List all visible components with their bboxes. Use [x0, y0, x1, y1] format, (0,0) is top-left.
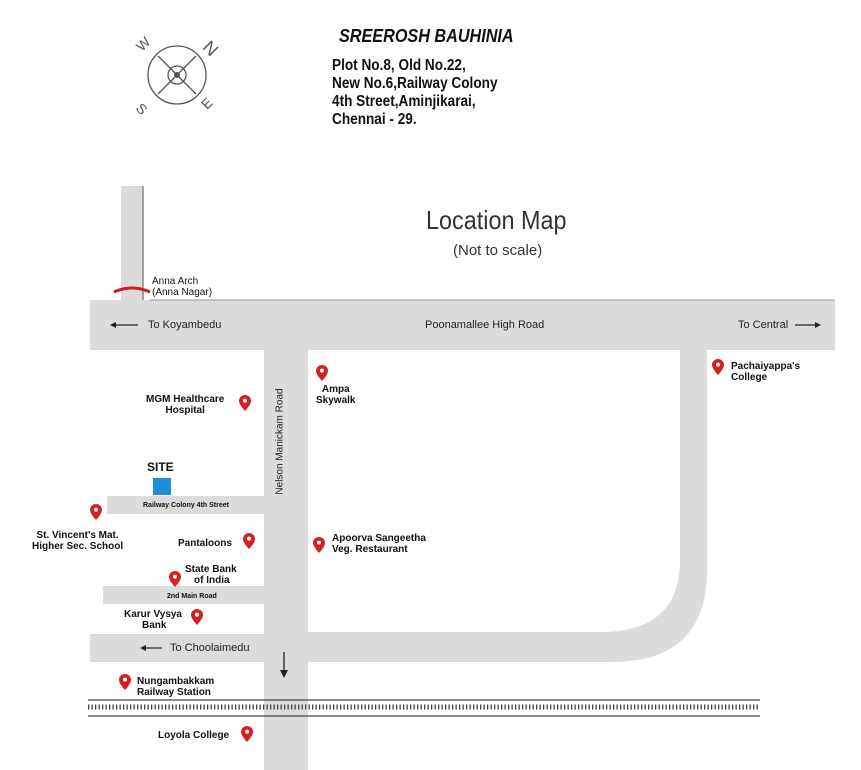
- anna-nagar-road: [121, 186, 143, 302]
- second-main-label: 2nd Main Road: [167, 593, 217, 600]
- pantaloons-label: Pantaloons: [178, 538, 232, 549]
- railway-colony-street: [107, 496, 265, 514]
- address-line: 4th Street,Aminjikarai,: [332, 93, 476, 110]
- address-line: New No.6,Railway Colony: [332, 75, 498, 92]
- poonamallee-high-road: [90, 300, 835, 350]
- compass-rose: N W E S: [133, 33, 222, 118]
- pin-icon[interactable]: [191, 609, 203, 625]
- project-name: SREEROSH BAUHINIA: [339, 26, 514, 46]
- sbi-label: State Bank of India: [185, 564, 237, 586]
- site-label: SITE: [147, 460, 174, 474]
- mgm-label: MGM Healthcare Hospital: [146, 394, 225, 416]
- project-address: Plot No.8, Old No.22, New No.6,Railway C…: [332, 57, 498, 129]
- to-koyambedu-label: To Koyambedu: [148, 319, 222, 331]
- nelson-road-label: Nelson Manickam Road: [274, 388, 286, 495]
- address-line: Chennai - 29.: [332, 111, 417, 128]
- railway-colony-label: Railway Colony 4th Street: [143, 502, 229, 509]
- nungambakkam-label: Nungambakkam Railway Station: [137, 676, 215, 698]
- pin-icon[interactable]: [712, 359, 724, 375]
- pin-icon[interactable]: [239, 395, 251, 411]
- ampa-label: Ampa Skywalk: [316, 384, 356, 406]
- second-main-road: [103, 586, 265, 604]
- pachaiyappa-label: Pachaiyappa's College: [731, 361, 801, 383]
- railway-track: [88, 699, 760, 717]
- to-central-label: To Central: [738, 319, 789, 331]
- pin-icon[interactable]: [169, 571, 181, 587]
- pin-icon[interactable]: [90, 504, 102, 520]
- apoorva-label: Apoorva Sangeetha Veg. Restaurant: [332, 533, 426, 555]
- map-subtitle: (Not to scale): [453, 242, 543, 259]
- pin-icon[interactable]: [243, 533, 255, 549]
- nelson-manickam-road: [264, 340, 308, 770]
- address-line: Plot No.8, Old No.22,: [332, 57, 466, 74]
- anna-arch-label: Anna Arch (Anna Nagar): [152, 276, 213, 298]
- pin-icon[interactable]: [241, 726, 253, 742]
- pin-icon[interactable]: [316, 365, 328, 381]
- karur-label: Karur Vysya Bank: [124, 609, 182, 631]
- anna-arch-mark: [113, 286, 151, 294]
- to-choolaimedu-label: To Choolaimedu: [170, 642, 250, 654]
- site-marker[interactable]: [153, 478, 171, 495]
- pin-icon[interactable]: [313, 537, 325, 553]
- poonamallee-label: Poonamallee High Road: [425, 319, 545, 331]
- map-title: Location Map: [426, 205, 567, 235]
- loyola-label: Loyola College: [158, 730, 230, 741]
- pin-icon[interactable]: [119, 674, 131, 690]
- st-vincent-label: St. Vincent's Mat. Higher Sec. School: [32, 530, 124, 552]
- choolaimedu-road: [90, 634, 265, 662]
- central-loop-road: [300, 340, 707, 662]
